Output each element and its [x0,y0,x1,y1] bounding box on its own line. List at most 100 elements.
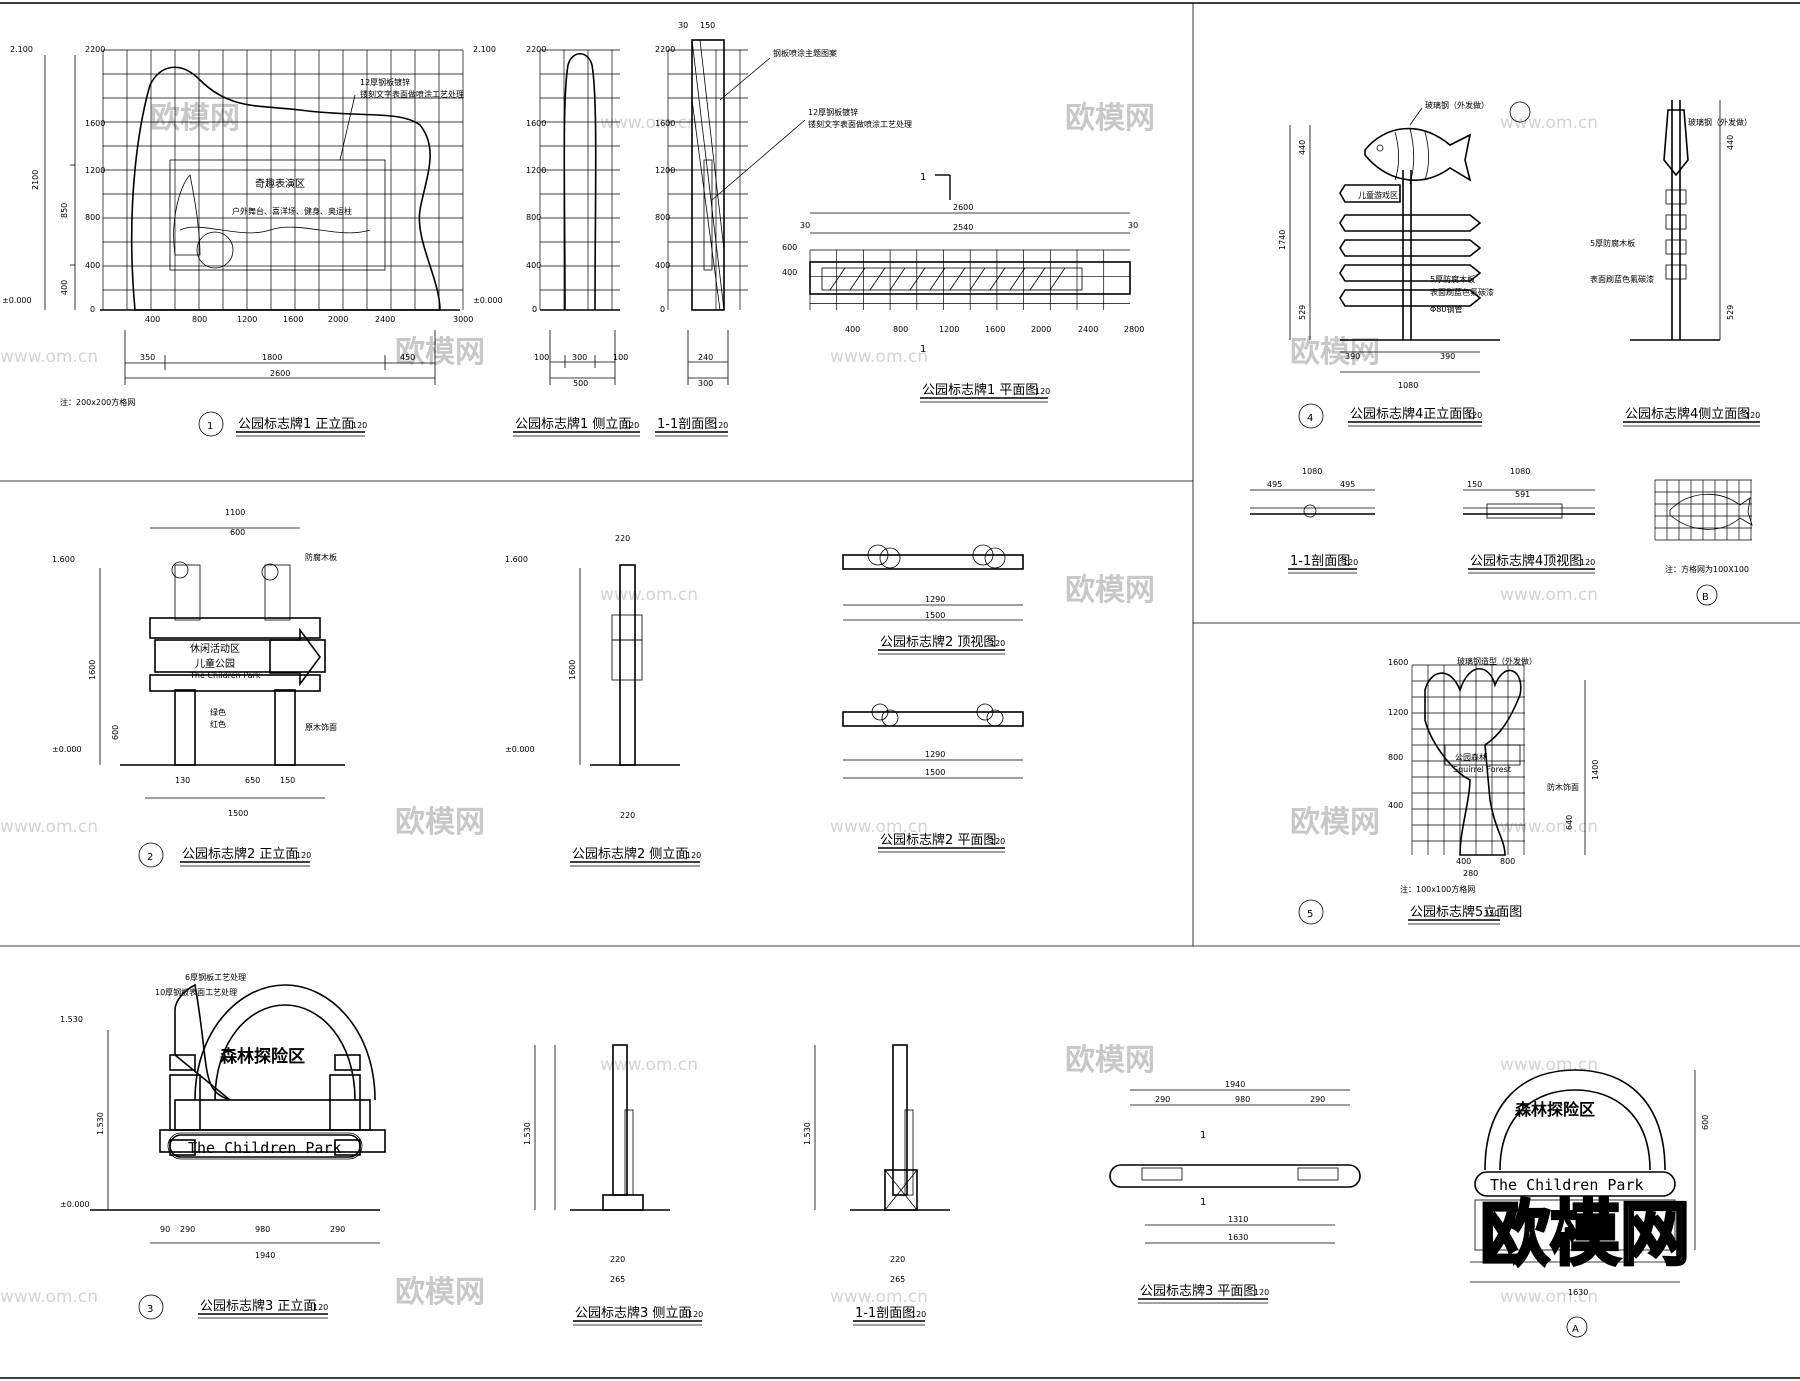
detailA-en-text: The Children Park [1490,1176,1644,1194]
scale: 120 [686,851,701,860]
label-blue-paint: 表面刷蓝色氟碳漆 [1590,274,1654,284]
label-wood-board: 5厚防腐木板 [1430,274,1475,284]
view3-side-title: 公园标志牌3 侧立面 [575,1305,691,1321]
watermark-url: www.om.cn [600,1055,698,1075]
scale: 120 [352,421,367,430]
scale: 120 [688,1310,703,1319]
dim-290: 290 [330,1225,345,1234]
dim-495: 495 [1340,480,1355,489]
level-0: ±0.000 [52,745,82,754]
tick-800: 800 [85,213,100,222]
tick-x2000: 2000 [328,315,348,324]
view4-front-elevation: 儿童游戏区 玻璃钢（外发做） 5厚防腐木板 表面刷蓝色氟碳漆 Φ80钢管 440… [1278,100,1531,429]
dim-1400: 1400 [1591,760,1600,780]
dim-1530: 1.530 [96,1112,105,1135]
scale: 120 [990,837,1005,846]
detail-b: 注：方格网为100X100 B [1654,479,1753,606]
watermark-url: www.om.cn [0,1287,98,1307]
tick-0: 0 [660,305,665,314]
dim-290: 290 [180,1225,195,1234]
dim-350: 350 [140,353,155,362]
watermark-brand: 欧模网 [395,805,485,840]
view1-side-elevation: 2.100 ±0.000 2200 1600 1200 800 400 0 10… [473,45,640,437]
tick-x400: 400 [1456,857,1471,866]
view3-plan-title: 公园标志牌3 平面图 [1140,1283,1256,1299]
dim-1080: 1080 [1398,381,1418,390]
tick-x1600: 1600 [985,325,1005,334]
dim-1290: 1290 [925,595,945,604]
watermark-url: www.om.cn [0,817,98,837]
marker-a-text: A [1572,1324,1579,1335]
level-2100: 2.100 [10,45,33,54]
watermark-brand: 欧模网 [1065,1043,1155,1078]
view2-front-elevation: 休闲活动区 儿童公园 The Children Park 1.600 ±0.00… [52,508,345,868]
level-0: ±0.000 [473,296,503,305]
view2-side-elevation: 1.600 ±0.000 1600 220 220 公园标志牌2 侧立面 120 [505,534,701,867]
watermark-url: www.om.cn [1500,113,1598,133]
view3-section: 1.530 220 265 1-1剖面图 120 [803,1044,950,1326]
watermark-url: www.om.cn [830,347,928,367]
tick-1200: 1200 [85,166,105,175]
dim-980: 980 [255,1225,270,1234]
view1-front-elevation: 奇趣表演区 户外舞台、喜洋场、健身、奥运柱 2.100 ±0.000 2100 … [2,45,473,437]
dim-650: 650 [245,776,260,785]
dim-600: 600 [230,528,245,537]
tick-2200: 2200 [526,45,546,54]
sign1-items-text: 户外舞台、喜洋场、健身、奥运柱 [232,206,352,216]
tick-1200: 1200 [655,166,675,175]
tick-2200: 2200 [85,45,105,54]
scale: 120 [1467,411,1482,420]
dim-220: 220 [610,1255,625,1264]
dim-290: 290 [1310,1095,1325,1104]
view3-plan: 1940 290 980 290 1310 1630 1 1 公园标志牌3 平面… [1109,1080,1361,1304]
dim-600: 600 [111,725,120,740]
view2-side-title: 公园标志牌2 侧立面 [572,846,688,862]
view3-side-elevation: 1.530 220 265 公园标志牌3 侧立面 120 [523,1044,703,1326]
dim-30: 30 [678,21,688,30]
label-pipe: Φ80钢管 [1430,304,1462,314]
scale: 120 [990,639,1005,648]
marker-5 [1298,899,1324,925]
dim-220: 220 [620,811,635,820]
marker-2 [138,842,164,868]
detail-a: 森林探险区 The Children Park 欧模网 1630 600 A [1470,1069,1710,1338]
dim-1940: 1940 [255,1251,275,1260]
dim-2100: 2100 [31,170,40,190]
tick-400: 400 [1388,801,1403,810]
marker-5-text: 5 [1307,909,1313,920]
note-grid-100: 注：方格网为100X100 [1665,564,1749,574]
watermark-brand: 欧模网 [1065,101,1155,136]
watermark-brand: 欧模网 [1290,805,1380,840]
marker-2-text: 2 [147,852,153,863]
watermark-url: www.om.cn [600,113,698,133]
level-1600: 1.600 [505,555,528,564]
watermark-large: 欧模网 [1480,1193,1690,1275]
scale: 120 [313,1303,328,1312]
view3-section-title: 1-1剖面图 [855,1306,915,1321]
tick-x1200: 1200 [939,325,959,334]
marker-1 [198,411,224,437]
dim-100: 100 [613,353,628,362]
tick-800: 800 [1388,753,1403,762]
marker-4 [1298,403,1324,429]
scale: 120 [1035,387,1050,396]
dim-1530: 1.530 [803,1122,812,1145]
marker-3-text: 3 [147,1304,153,1315]
view3-front-elevation: The Children Park 森林探险区 1.530 ±0.000 1.5… [60,972,386,1320]
dim-265: 265 [890,1275,905,1284]
grid-200x200 [102,49,464,310]
tick-x800: 800 [1500,857,1515,866]
view1-section: 30 150 2200 1600 1200 800 400 0 钢板喷涂主题图案… [655,21,912,437]
dim-220: 220 [615,534,630,543]
tick-1600: 1600 [526,119,546,128]
dim-450: 450 [400,353,415,362]
view5-front-title: 公园标志牌5立面图 [1410,904,1522,920]
tick-x400: 400 [145,315,160,324]
scale: 120 [1254,1288,1269,1297]
tick-0: 0 [532,305,537,314]
section-mark-1: 1 [920,172,926,183]
view2-plan: 1290 1500 公园标志牌2 平面图 120 [842,703,1024,853]
view4-side-elevation: 玻璃钢（外发做） 5厚防腐木板 表面刷蓝色氟碳漆 440 529 公园标志牌4侧… [1590,100,1760,427]
label-log-finish: 原木饰面 [305,722,337,732]
dim-591: 591 [1515,490,1530,499]
